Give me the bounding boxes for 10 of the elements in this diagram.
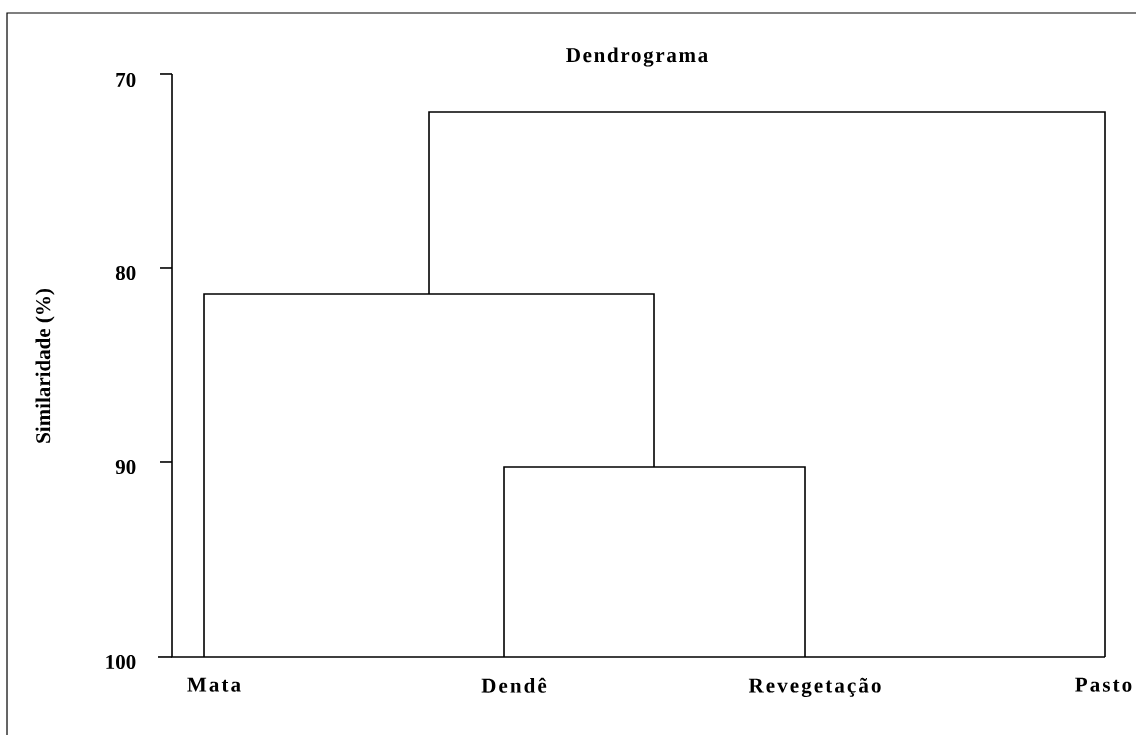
tick-label: 100 [106, 654, 136, 670]
chart-title: Dendrograma [566, 47, 708, 67]
category-label: Mata [187, 677, 241, 692]
axis-title: Similaridade (%) [35, 289, 55, 443]
category-label: Revegetação [748, 677, 881, 698]
tick-label: 70 [116, 72, 136, 88]
tick-label: 80 [115, 265, 136, 281]
category-label: Pasto [1075, 677, 1132, 692]
category-label: Dendê [481, 677, 547, 693]
tick-label: 90 [115, 459, 136, 475]
